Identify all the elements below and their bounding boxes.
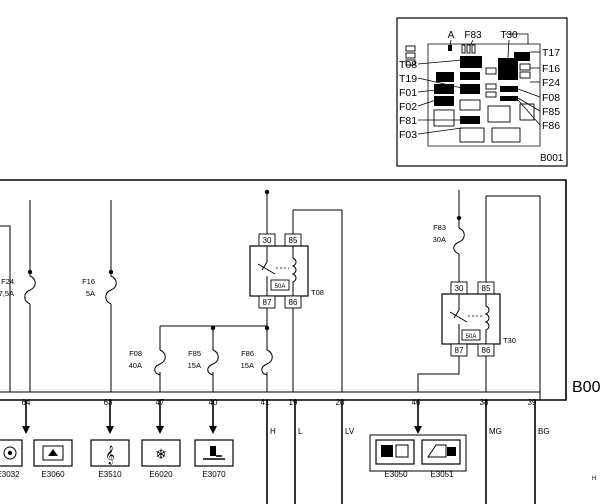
snowflake-icon: ❄	[155, 446, 167, 462]
fuse-f86-id: F86	[241, 349, 254, 358]
fuse-f83: F83 30A	[433, 190, 465, 282]
fuse-f24-id: F24	[1, 277, 14, 286]
main-box-frame	[0, 179, 567, 401]
wire-color-bg: BG	[538, 427, 550, 436]
relay-t30-pin-85-label: 85	[482, 284, 491, 293]
mirror-icon	[381, 445, 393, 457]
fuse-f16: F16 5A	[82, 200, 117, 392]
fusebox-label-f01: F01	[399, 87, 417, 99]
relay-t08-pin-86-label: 86	[289, 298, 298, 307]
fusebox-code: B001	[540, 153, 564, 164]
relay-t30: 30 85 50A 87 86 T30	[417, 195, 541, 392]
relay-t30-rating: 50A	[466, 334, 477, 340]
fuse-f16-rating: 5A	[86, 289, 95, 298]
relay-t08-pin-87-label: 87	[263, 298, 272, 307]
component-e3060-label: E3060	[41, 470, 65, 479]
component-e3510	[90, 439, 130, 467]
treble-clef-icon: 𝄞	[105, 446, 114, 465]
pin-label-63: 63	[104, 398, 113, 407]
fusebox-label-f02: F02	[399, 101, 417, 113]
fusebox-label-f16: F16	[542, 63, 560, 75]
relay-t08: 30 85 50A 87 86 T08	[159, 189, 343, 392]
fusebox-label-f24: F24	[542, 77, 560, 89]
wire-color-l: L	[298, 427, 303, 436]
pin-label-41: 41	[261, 398, 270, 407]
relay-t08-pin-30-label: 30	[263, 236, 272, 245]
fuse-f08-id: F08	[129, 349, 142, 358]
relay-t30-pin-86-label: 86	[482, 346, 491, 355]
fusebox-label-f03: F03	[399, 129, 417, 141]
fuse-f08: F08 40A	[129, 349, 166, 376]
fusebox-label-t19: T19	[399, 73, 417, 85]
fuse-f85-rating: 15A	[188, 361, 201, 370]
pin-label-39: 39	[528, 398, 537, 407]
pin-label-46: 46	[412, 398, 421, 407]
fusebox-label-t17: T17	[542, 47, 560, 59]
component-e3510-label: E3510	[98, 470, 122, 479]
fuse-f85: F85 15A	[188, 325, 219, 376]
component-e6020-label: E6020	[149, 470, 173, 479]
component-e3051-label: E3051	[430, 470, 454, 479]
fuse-f24-rating: 7,5A	[0, 289, 14, 298]
component-e6020	[141, 439, 181, 467]
fusebox-label-a: A	[448, 30, 455, 41]
fuse-f86-rating: 15A	[241, 361, 254, 370]
wire-color-mg: MG	[489, 427, 502, 436]
fuse-f24: F24 7,5A	[0, 200, 36, 392]
fusebox-outline	[427, 43, 541, 147]
relay-t08-rating: 50A	[275, 284, 286, 290]
components: E3032 E3060 𝄞 E3510 ❄ E6020 E3070 E3050 …	[0, 434, 467, 479]
fusebox-label-f86: F86	[542, 120, 560, 132]
main-box-code: B00	[572, 379, 600, 396]
fusebox-label-t08: T08	[399, 59, 417, 71]
left-edge-wire	[0, 225, 11, 392]
wire-color-h: H	[270, 427, 276, 436]
wire-color-lv: LV	[345, 427, 355, 436]
fuse-f86: F86 15A	[241, 325, 273, 376]
component-e3070-label: E3070	[202, 470, 226, 479]
relay-t30-pin-87-label: 87	[455, 346, 464, 355]
seat-icon	[210, 446, 216, 456]
fusebox-label-f83: F83	[464, 30, 482, 41]
fuse-f83-rating: 30A	[433, 235, 446, 244]
connector-strip	[0, 391, 541, 400]
pin-label-19: 19	[289, 398, 298, 407]
fusebox-label-f08: F08	[542, 92, 560, 104]
fusebox-label-t30: T30	[500, 30, 518, 41]
component-e3050-label: E3050	[384, 470, 408, 479]
outgoing-wires: H L LV MG BG	[22, 400, 550, 504]
relay-t08-id: T08	[311, 288, 324, 297]
pin-label-20: 20	[336, 398, 345, 407]
fusebox-label-f85: F85	[542, 106, 560, 118]
corner-mark: H	[592, 476, 596, 482]
component-group-mirrors	[369, 434, 467, 472]
component-e3032-label: E3032	[0, 470, 20, 479]
door-lock-icon	[447, 447, 456, 456]
relay-t08-pin-85-label: 85	[289, 236, 298, 245]
fusebox-inset: A F83 T30 T17 T08 T19 F01 F02 F81 F03 F1…	[396, 17, 568, 167]
fuse-f16-id: F16	[82, 277, 95, 286]
relay-t30-pin-30-label: 30	[455, 284, 464, 293]
pin-label-38: 38	[480, 398, 489, 407]
fuse-f85-id: F85	[188, 349, 201, 358]
fusebox-label-f81: F81	[399, 115, 417, 127]
relay-t30-id: T30	[503, 336, 516, 345]
main-box: B00	[0, 179, 600, 401]
fuse-f08-rating: 40A	[129, 361, 142, 370]
fuse-f83-id: F83	[433, 223, 446, 232]
